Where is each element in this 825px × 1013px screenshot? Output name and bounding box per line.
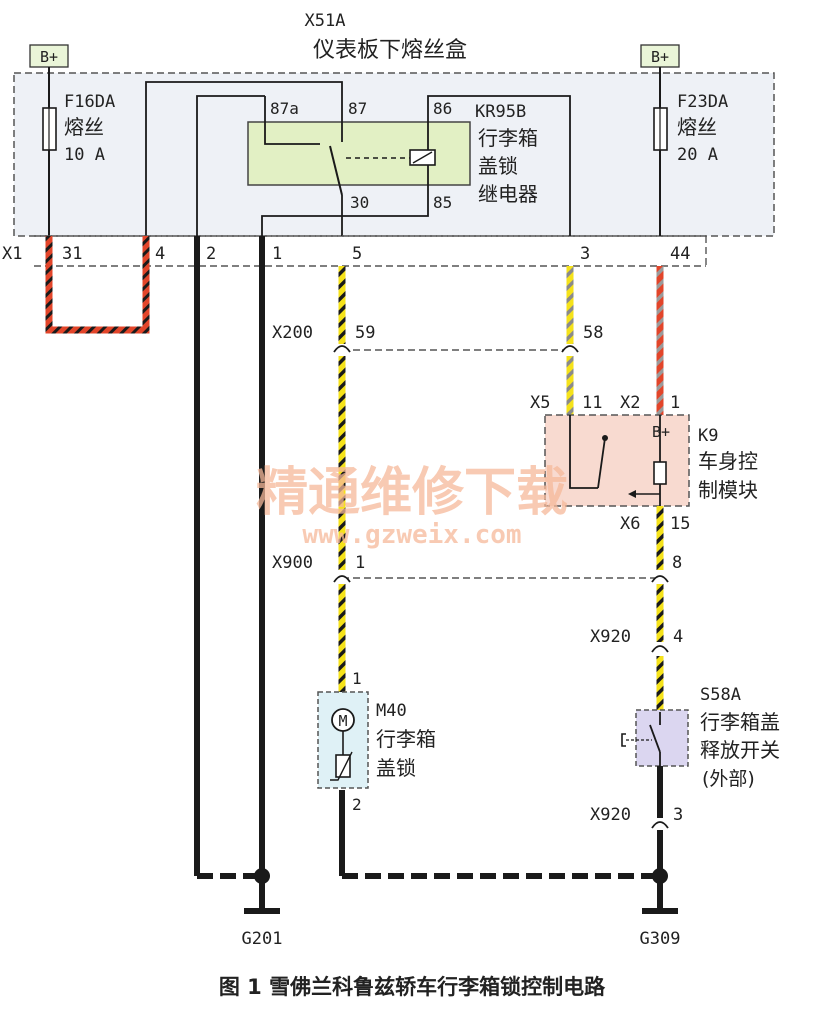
fuse-right-rating: 20 A xyxy=(677,145,718,165)
relay-86-wire xyxy=(427,95,571,236)
relay-87a-wire xyxy=(264,96,320,145)
x5-label: X5 xyxy=(530,393,550,413)
fuse-box-code: X51A xyxy=(305,11,346,31)
m40-name-2: 盖锁 xyxy=(376,756,416,780)
relay-pin-87: 87 xyxy=(348,99,367,118)
ground-g309-label: G309 xyxy=(640,929,681,949)
x200-connector-left xyxy=(333,345,351,353)
watermark-cn: 精通维修下载 xyxy=(256,463,568,523)
relay-code: KR95B xyxy=(475,102,526,122)
fuse-left-name: 熔丝 xyxy=(64,115,104,139)
x200-pin-58: 58 xyxy=(583,323,603,343)
ground-g201-label: G201 xyxy=(242,929,283,949)
s58a-blade xyxy=(649,724,661,753)
relay-pin-86: 86 xyxy=(433,99,452,118)
x900-label: X900 xyxy=(272,553,313,573)
x2-label: X2 xyxy=(620,393,640,413)
x6-pin-15: 15 xyxy=(670,514,690,534)
fuse-right-name: 熔丝 xyxy=(677,115,717,139)
k9-bplus: B+ xyxy=(652,423,670,441)
k9-sense-arrow xyxy=(628,490,636,498)
x920-pin-4: 4 xyxy=(673,627,683,647)
x920-top-label: X920 xyxy=(590,627,631,647)
m40-pin-1: 1 xyxy=(352,669,362,688)
relay-85-wire xyxy=(261,165,429,236)
figure-caption: 图 1 雪佛兰科鲁兹轿车行李箱锁控制电路 xyxy=(219,975,606,999)
x920-pin-3: 3 xyxy=(673,805,683,825)
k9-name-1: 车身控 xyxy=(698,449,758,473)
m40-name-1: 行李箱 xyxy=(376,727,436,751)
x200-connector-right xyxy=(561,345,579,353)
x200-pin-59: 59 xyxy=(355,323,375,343)
x1-label: X1 xyxy=(2,244,22,264)
m40-thermistor-slash xyxy=(330,751,353,781)
s58a-actuator xyxy=(621,733,626,747)
splice-g201 xyxy=(254,868,270,884)
wire-87a-to-pin2 xyxy=(196,95,265,236)
wire-loop-31-4 xyxy=(45,236,150,334)
m40-pin-2: 2 xyxy=(352,795,362,814)
relay-name-3: 继电器 xyxy=(478,182,538,206)
s58a-name-2: 释放开关 xyxy=(700,738,780,762)
k9-switch-contact xyxy=(602,435,608,441)
ground-g201-symbol xyxy=(244,908,280,914)
x200-label: X200 xyxy=(272,323,313,343)
m40-code: M40 xyxy=(376,701,407,721)
k9-name-2: 制模块 xyxy=(698,478,758,502)
k9-switch-wire xyxy=(569,415,598,489)
m40-motor-symbol: M xyxy=(338,712,347,730)
b-plus-left: B+ xyxy=(40,48,58,66)
x6-label: X6 xyxy=(620,514,640,534)
relay-name-1: 行李箱 xyxy=(478,126,538,150)
x900-connector-left xyxy=(333,575,351,583)
x1-pin-5: 5 xyxy=(352,244,362,264)
k9-code: K9 xyxy=(698,426,718,446)
x1-pin-1: 1 xyxy=(272,244,282,264)
x1-pin-4: 4 xyxy=(155,244,165,264)
s58a-name-1: 行李箱盖 xyxy=(700,710,780,734)
x920-top-connector xyxy=(651,645,669,653)
x900-pin-1: 1 xyxy=(355,553,365,573)
relay-coil-slash xyxy=(412,151,433,164)
fuse-right-code: F23DA xyxy=(677,92,728,112)
relay-outline xyxy=(247,121,471,186)
ground-g309-symbol xyxy=(642,908,678,914)
x900-pin-8: 8 xyxy=(672,553,682,573)
k9-module-outline xyxy=(544,414,690,507)
relay-pin-85: 85 xyxy=(433,193,452,212)
watermark-url: www.gzweix.com xyxy=(302,520,521,550)
fuse-left-code: F16DA xyxy=(64,92,115,112)
s58a-code: S58A xyxy=(700,685,741,705)
splice-g309 xyxy=(652,868,668,884)
k9-switch-blade xyxy=(597,437,606,489)
x900-connector-right xyxy=(651,575,669,583)
relay-switch-arm xyxy=(329,145,343,196)
wire-87-to-pin4 xyxy=(145,81,343,236)
fuse-box-name: 仪表板下熔丝盒 xyxy=(313,38,467,63)
fuse-left-rating: 10 A xyxy=(64,145,105,165)
relay-pin-87a: 87a xyxy=(270,99,299,118)
b-plus-right: B+ xyxy=(651,48,669,66)
x920-bottom-label: X920 xyxy=(590,805,631,825)
m40-thermistor xyxy=(335,754,351,778)
x920-bottom-connector xyxy=(651,821,669,829)
x5-pin-11: 11 xyxy=(582,393,602,413)
s58a-name-3: (外部) xyxy=(702,768,755,790)
x1-pin-44: 44 xyxy=(670,244,690,264)
relay-pin-30: 30 xyxy=(350,193,369,212)
x1-pin-31: 31 xyxy=(62,244,82,264)
x1-pin-3: 3 xyxy=(580,244,590,264)
x2-pin-1: 1 xyxy=(670,393,680,413)
k9-resistor xyxy=(653,461,667,485)
relay-name-2: 盖锁 xyxy=(478,154,518,178)
x1-pin-2: 2 xyxy=(206,244,216,264)
s58a-outline xyxy=(635,709,689,767)
